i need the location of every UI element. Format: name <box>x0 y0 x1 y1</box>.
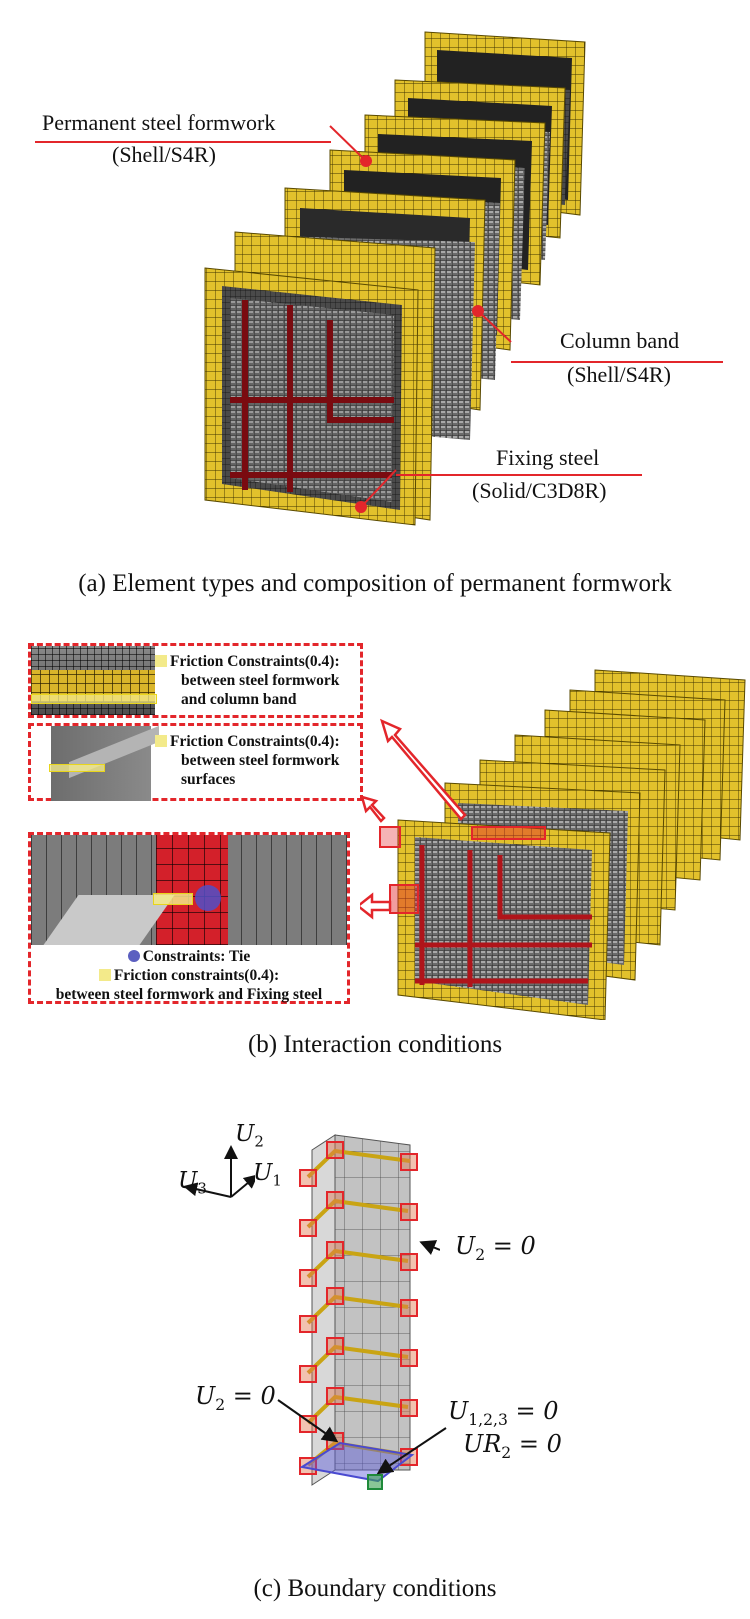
legend-text: Friction constraints(0.4): <box>113 967 280 984</box>
axis-u1-arrow-icon <box>230 1174 255 1198</box>
arrow-to-box3-icon <box>360 892 392 920</box>
interaction-model-illustration <box>360 669 746 1020</box>
highlight-region-1 <box>471 826 546 840</box>
bc-pointer-arrows <box>277 1240 440 1443</box>
friction-highlight <box>153 893 193 905</box>
box3-line3: between steel formwork and Fixing steel <box>55 986 323 1003</box>
friction-legend-2: Friction Constraints(0.4): <box>155 732 340 751</box>
highlight-region-2 <box>379 826 401 848</box>
callout-column-band-title: Column band <box>560 328 680 353</box>
arrow-side-bc-icon <box>419 1240 440 1255</box>
friction-legend-1: Friction Constraints(0.4): <box>155 652 340 671</box>
caption-c: (c) Boundary conditions <box>253 1575 497 1602</box>
friction-highlight <box>31 694 157 704</box>
callout-formwork-title: Permanent steel formwork <box>42 110 276 135</box>
detail-image-band <box>31 646 157 715</box>
legend-text: Constraints: Tie <box>142 948 251 965</box>
axis-u3-arrow-icon <box>183 1182 232 1198</box>
reference-point-marker <box>367 1474 383 1490</box>
bc-label-base-left: U2 = 0 <box>195 1382 276 1414</box>
caption-a: (a) Element types and composition of per… <box>78 570 672 597</box>
blue-circle-icon <box>127 950 140 962</box>
bc-pointer-arrow-fixed <box>376 1427 447 1475</box>
callout-fixing-steel-subtitle: (Solid/C3D8R) <box>472 478 607 503</box>
legend-text: Friction Constraints(0.4): <box>170 733 340 750</box>
arrow-to-box1-icon <box>380 718 467 821</box>
bc-label-side: U2 = 0 <box>455 1232 536 1264</box>
tie-constraint-marker <box>195 885 221 911</box>
callout-leader <box>477 310 512 343</box>
yellow-swatch-icon <box>155 655 167 667</box>
column-model-illustration <box>299 1134 418 1490</box>
fixing-steel-members <box>415 845 592 987</box>
arrow-base-left-icon <box>277 1399 339 1443</box>
callout-leader <box>329 125 367 162</box>
box2-line3: surfaces <box>181 771 236 788</box>
column-band-1 <box>204 231 436 526</box>
arrow-to-box2-icon <box>360 795 386 823</box>
detail-box-fixing-steel: Constraints: Tie Friction constraints(0.… <box>28 832 350 1004</box>
axis-label-u1: U1 <box>253 1160 282 1190</box>
axis-label-u3: U3 <box>178 1168 207 1198</box>
callout-line-fixing-steel <box>396 474 642 476</box>
callout-leader <box>360 469 397 508</box>
detail-image-fixing <box>31 835 347 945</box>
callout-line-column-band <box>511 361 723 363</box>
detail-box-formwork-surfaces: Friction Constraints(0.4): between steel… <box>28 723 363 801</box>
formwork-model-illustration <box>204 31 586 526</box>
callout-fixing-steel-title: Fixing steel <box>496 445 600 470</box>
callout-line-formwork <box>35 141 331 143</box>
box1-line3: and column band <box>181 691 297 708</box>
highlight-region-3 <box>389 884 419 914</box>
friction-highlight <box>49 764 105 772</box>
detail-image-surfaces <box>49 725 159 801</box>
axis-label-u2: U2 <box>235 1121 264 1151</box>
box1-line2: between steel formwork <box>181 672 340 689</box>
legend-text: Friction Constraints(0.4): <box>170 653 340 670</box>
friction-legend-3: Friction constraints(0.4): <box>31 966 347 985</box>
box2-line2: between steel formwork <box>181 752 340 769</box>
caption-b: (b) Interaction conditions <box>247 1031 503 1058</box>
axis-triad <box>183 1145 255 1198</box>
yellow-swatch-icon <box>155 735 167 747</box>
arrow-base-fixed-icon <box>376 1427 447 1475</box>
tie-legend: Constraints: Tie <box>31 947 347 966</box>
bc-label-fixed-translation: U1,2,3 = 0 <box>448 1397 559 1429</box>
detail-box-formwork-band: Friction Constraints(0.4): between steel… <box>28 643 363 718</box>
yellow-swatch-icon <box>98 969 111 981</box>
callout-formwork-subtitle: (Shell/S4R) <box>112 142 216 167</box>
pointer-arrows <box>360 718 467 920</box>
bc-label-fixed-rotation: UR2 = 0 <box>463 1430 562 1462</box>
callout-column-band-subtitle: (Shell/S4R) <box>567 362 671 387</box>
